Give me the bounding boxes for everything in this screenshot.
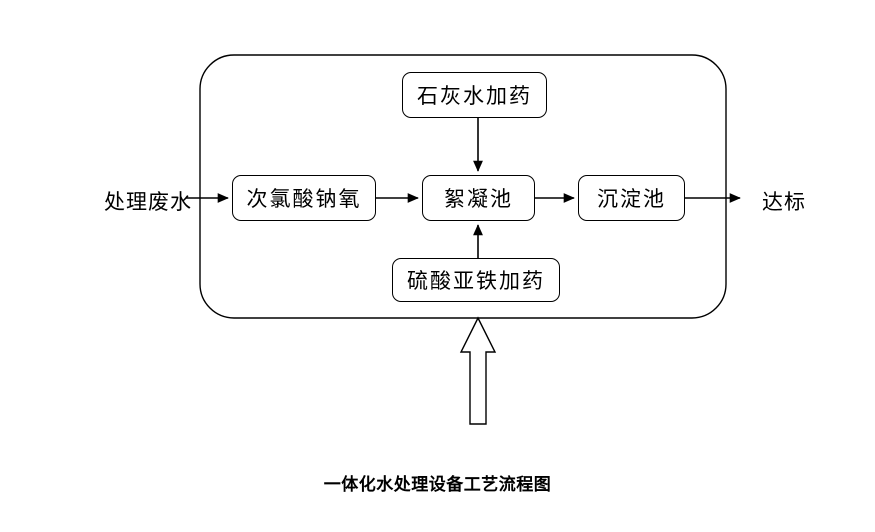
figure-caption: 一体化水处理设备工艺流程图 (323, 475, 552, 495)
node-sodium-hypochlorite-oxidation[interactable]: 次氯酸钠氧 (232, 175, 376, 221)
node-lime-dosing[interactable]: 石灰水加药 (402, 72, 547, 118)
node-flocculation-tank[interactable]: 絮凝池 (422, 175, 535, 221)
node-sedimentation-tank[interactable]: 沉淀池 (578, 175, 685, 221)
node-sedimentation-tank-label: 沉淀池 (597, 187, 666, 211)
label-inlet-wastewater: 处理废水 (104, 190, 192, 214)
node-ferrous-sulfate-dosing[interactable]: 硫酸亚铁加药 (392, 258, 560, 302)
equipment-inflow-block-arrow (459, 316, 497, 425)
node-flocculation-tank-label: 絮凝池 (444, 187, 513, 211)
integrated-equipment-enclosure (199, 54, 727, 319)
node-sodium-hypochlorite-oxidation-label: 次氯酸钠氧 (246, 187, 362, 211)
node-lime-dosing-label: 石灰水加药 (417, 84, 532, 108)
node-ferrous-sulfate-dosing-label: 硫酸亚铁加药 (407, 269, 545, 293)
label-outlet-meets-standard: 达标 (762, 190, 806, 214)
